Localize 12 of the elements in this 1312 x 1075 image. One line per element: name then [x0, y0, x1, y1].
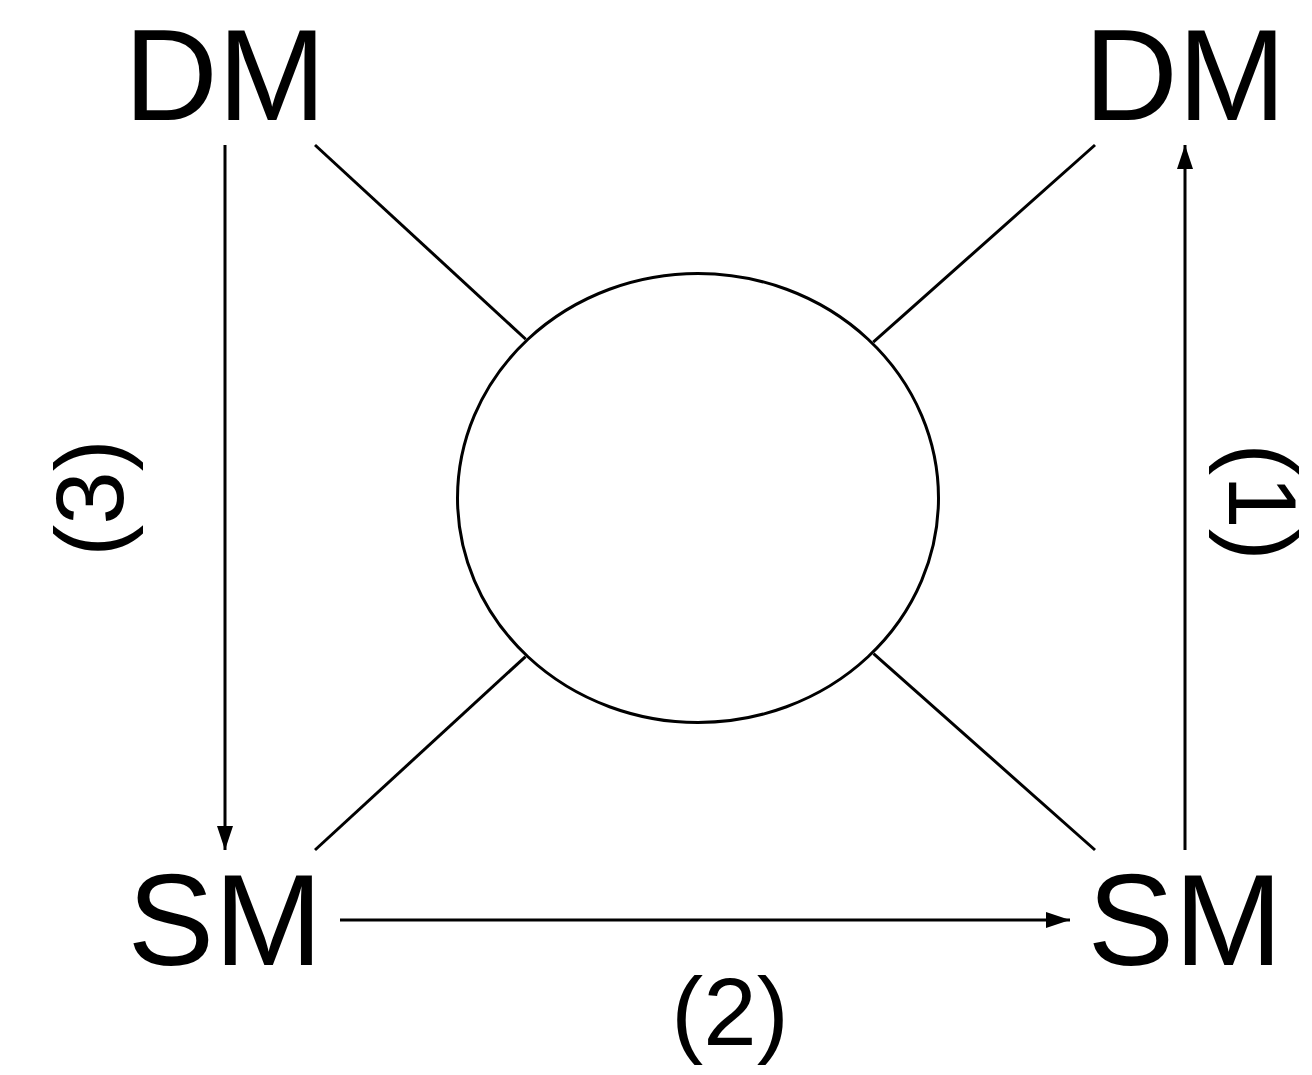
- node-label: DM: [1083, 10, 1287, 140]
- arrow: [340, 912, 1070, 928]
- connector-line: [872, 143, 1096, 344]
- node-label: DM: [123, 10, 327, 140]
- arrow: [217, 145, 233, 850]
- arrow: [1177, 145, 1193, 850]
- connector-line: [872, 652, 1096, 852]
- empty-ellipse: [456, 272, 940, 724]
- connector-line: [314, 143, 527, 341]
- connector-line: [314, 655, 527, 852]
- node-label: SM: [1087, 855, 1283, 985]
- node-label: SM: [127, 855, 323, 985]
